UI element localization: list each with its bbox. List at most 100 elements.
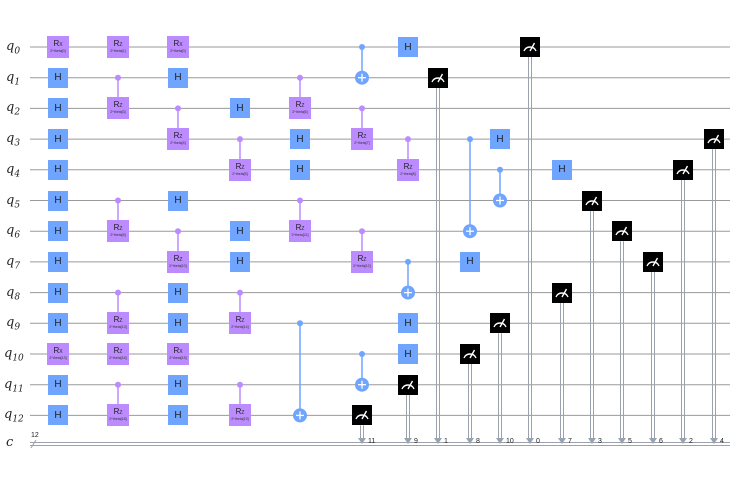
- meter-icon: [585, 196, 599, 205]
- meter-icon: [463, 349, 477, 359]
- control-dot: [359, 44, 365, 50]
- measure-arrow: [358, 438, 366, 444]
- hadamard-gate: H: [290, 129, 310, 150]
- gate-name: RZ: [235, 407, 245, 417]
- hadamard-gate: H: [460, 251, 480, 272]
- control-dot: [405, 258, 411, 265]
- measure-arrow: [404, 438, 412, 444]
- measure-arrow: [618, 438, 626, 444]
- hadamard-gate: H: [398, 313, 418, 334]
- gate-name: RZ: [113, 39, 123, 49]
- gate-parameter: 2*theta[0]: [170, 49, 186, 53]
- measure-arrow: [496, 438, 504, 444]
- hadamard-gate: H: [48, 67, 68, 88]
- hadamard-gate: H: [48, 221, 68, 242]
- hadamard-gate: H: [290, 159, 310, 180]
- measure-arrow: [558, 438, 566, 444]
- meter-icon: [646, 257, 660, 267]
- qubit-label: q12: [4, 407, 24, 425]
- gate-name: RZ: [235, 161, 245, 171]
- qubit-label: q4: [6, 161, 21, 180]
- control-dot: [115, 74, 121, 81]
- gate-parameter: 2*theta[13]: [49, 356, 67, 360]
- measure-arrow: [466, 438, 474, 444]
- gate-name: RZ: [113, 407, 123, 417]
- gate-name: RZ: [173, 131, 183, 141]
- measure-gate: [490, 313, 510, 334]
- control-dot: [297, 74, 303, 81]
- hadamard-gate: H: [490, 129, 510, 150]
- qubit-label: q8: [6, 284, 21, 303]
- measure-gate: [673, 159, 693, 180]
- measure-gate: [612, 221, 632, 242]
- gate-name: RX: [173, 346, 183, 356]
- gate-parameter: 2*theta[11]: [291, 233, 309, 238]
- gate-name: RZ: [113, 223, 123, 233]
- qubit-label: q6: [6, 223, 21, 241]
- hadamard-gate: H: [168, 313, 188, 334]
- control-dot: [497, 166, 503, 173]
- gate-parameter: 2*theta[18]: [109, 417, 127, 422]
- gate-parameter: 2*theta[13]: [109, 325, 127, 330]
- meter-icon: [431, 73, 445, 83]
- gate-name: RZ: [173, 253, 183, 263]
- gate-parameter: 2*theta[6]: [292, 110, 308, 115]
- control-dot: [115, 289, 121, 296]
- hadamard-gate: H: [168, 374, 188, 395]
- qubit-label: q5: [6, 192, 21, 211]
- gate-name: RZ: [113, 100, 123, 110]
- classical-bit-label: 2: [689, 438, 693, 445]
- control-dot: [405, 136, 411, 143]
- hadamard-gate: H: [230, 251, 250, 272]
- gate-name: RZ: [357, 131, 367, 141]
- classical-bit-label: 3: [598, 438, 602, 445]
- control-dot: [115, 381, 121, 388]
- gate-parameter: 2*theta[9]: [110, 233, 126, 238]
- qubit-label: q1: [6, 69, 21, 88]
- measure-gate: [428, 67, 448, 88]
- measure-gate: [520, 37, 540, 57]
- classical-bit-label: 11: [368, 438, 376, 445]
- control-dot: [297, 320, 303, 327]
- control-dot: [359, 228, 365, 235]
- gate-name: RZ: [295, 100, 305, 110]
- measure-gate: [398, 374, 418, 395]
- control-dot: [175, 105, 181, 112]
- gate-parameter: 2*theta[12]: [353, 263, 371, 268]
- hadamard-gate: H: [48, 190, 68, 211]
- hadamard-gate: H: [168, 190, 188, 211]
- gate-parameter: 2*theta[0]: [50, 49, 66, 53]
- meter-icon: [355, 411, 369, 420]
- hadamard-gate: H: [48, 282, 68, 303]
- classical-bit-label: 8: [476, 438, 480, 445]
- hadamard-gate: H: [48, 98, 68, 119]
- hadamard-gate: H: [168, 405, 188, 426]
- classical-bit-label: 5: [628, 438, 632, 445]
- classical-bit-label: 6: [659, 438, 663, 445]
- control-dot: [359, 351, 365, 357]
- classical-bit-label: 10: [506, 438, 514, 445]
- qubit-label: q9: [6, 315, 21, 333]
- control-dot: [237, 381, 243, 388]
- measure-arrow: [649, 438, 657, 444]
- classical-bit-label: 7: [568, 438, 572, 445]
- gate-parameter: 2*theta[15]: [169, 356, 187, 360]
- classical-bit-label: 0: [536, 438, 540, 445]
- meter-icon: [615, 226, 629, 236]
- control-dot: [115, 197, 121, 204]
